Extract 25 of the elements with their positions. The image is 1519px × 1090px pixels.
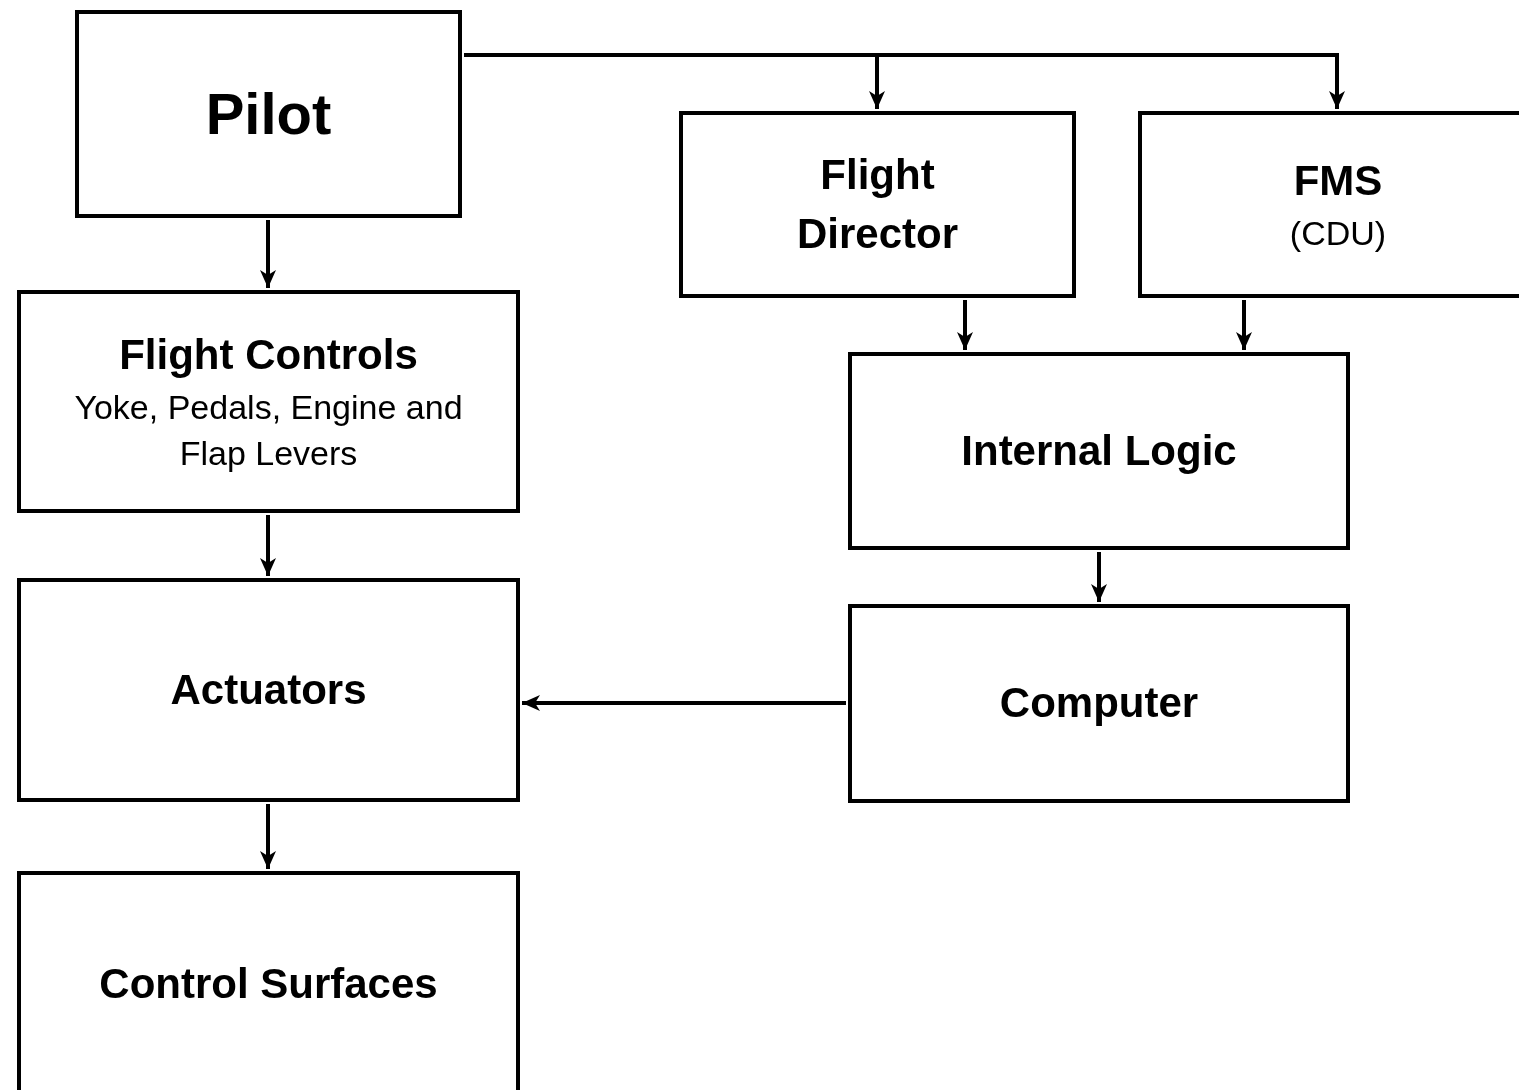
- box-title: Internal Logic: [961, 425, 1237, 476]
- box-subtitle: (CDU): [1289, 212, 1387, 254]
- box-title: Actuators: [170, 664, 367, 715]
- arrow: [260, 220, 276, 288]
- process-box: [17, 578, 520, 802]
- process-box: [75, 10, 462, 218]
- box-title: Pilot: [205, 80, 332, 149]
- arrow: [1091, 552, 1107, 602]
- box-title: Flight Director: [795, 149, 960, 259]
- process-box: [17, 871, 520, 1090]
- arrow: [260, 804, 276, 869]
- process-box: [848, 352, 1350, 550]
- process-box: [1138, 111, 1519, 298]
- box-title: Flight Controls: [119, 330, 418, 381]
- box-title: Computer: [999, 678, 1199, 729]
- process-box: [848, 604, 1350, 803]
- box-subtitle: Yoke, Pedals, Engine and Flap Levers: [73, 387, 464, 474]
- box-title: Control Surfaces: [99, 958, 438, 1009]
- process-box: [17, 290, 520, 513]
- arrow: [522, 695, 846, 711]
- process-box: [679, 111, 1076, 298]
- arrow: [957, 300, 973, 350]
- arrow: [1236, 300, 1252, 350]
- arrow: [260, 515, 276, 576]
- box-title: FMS: [1293, 156, 1383, 207]
